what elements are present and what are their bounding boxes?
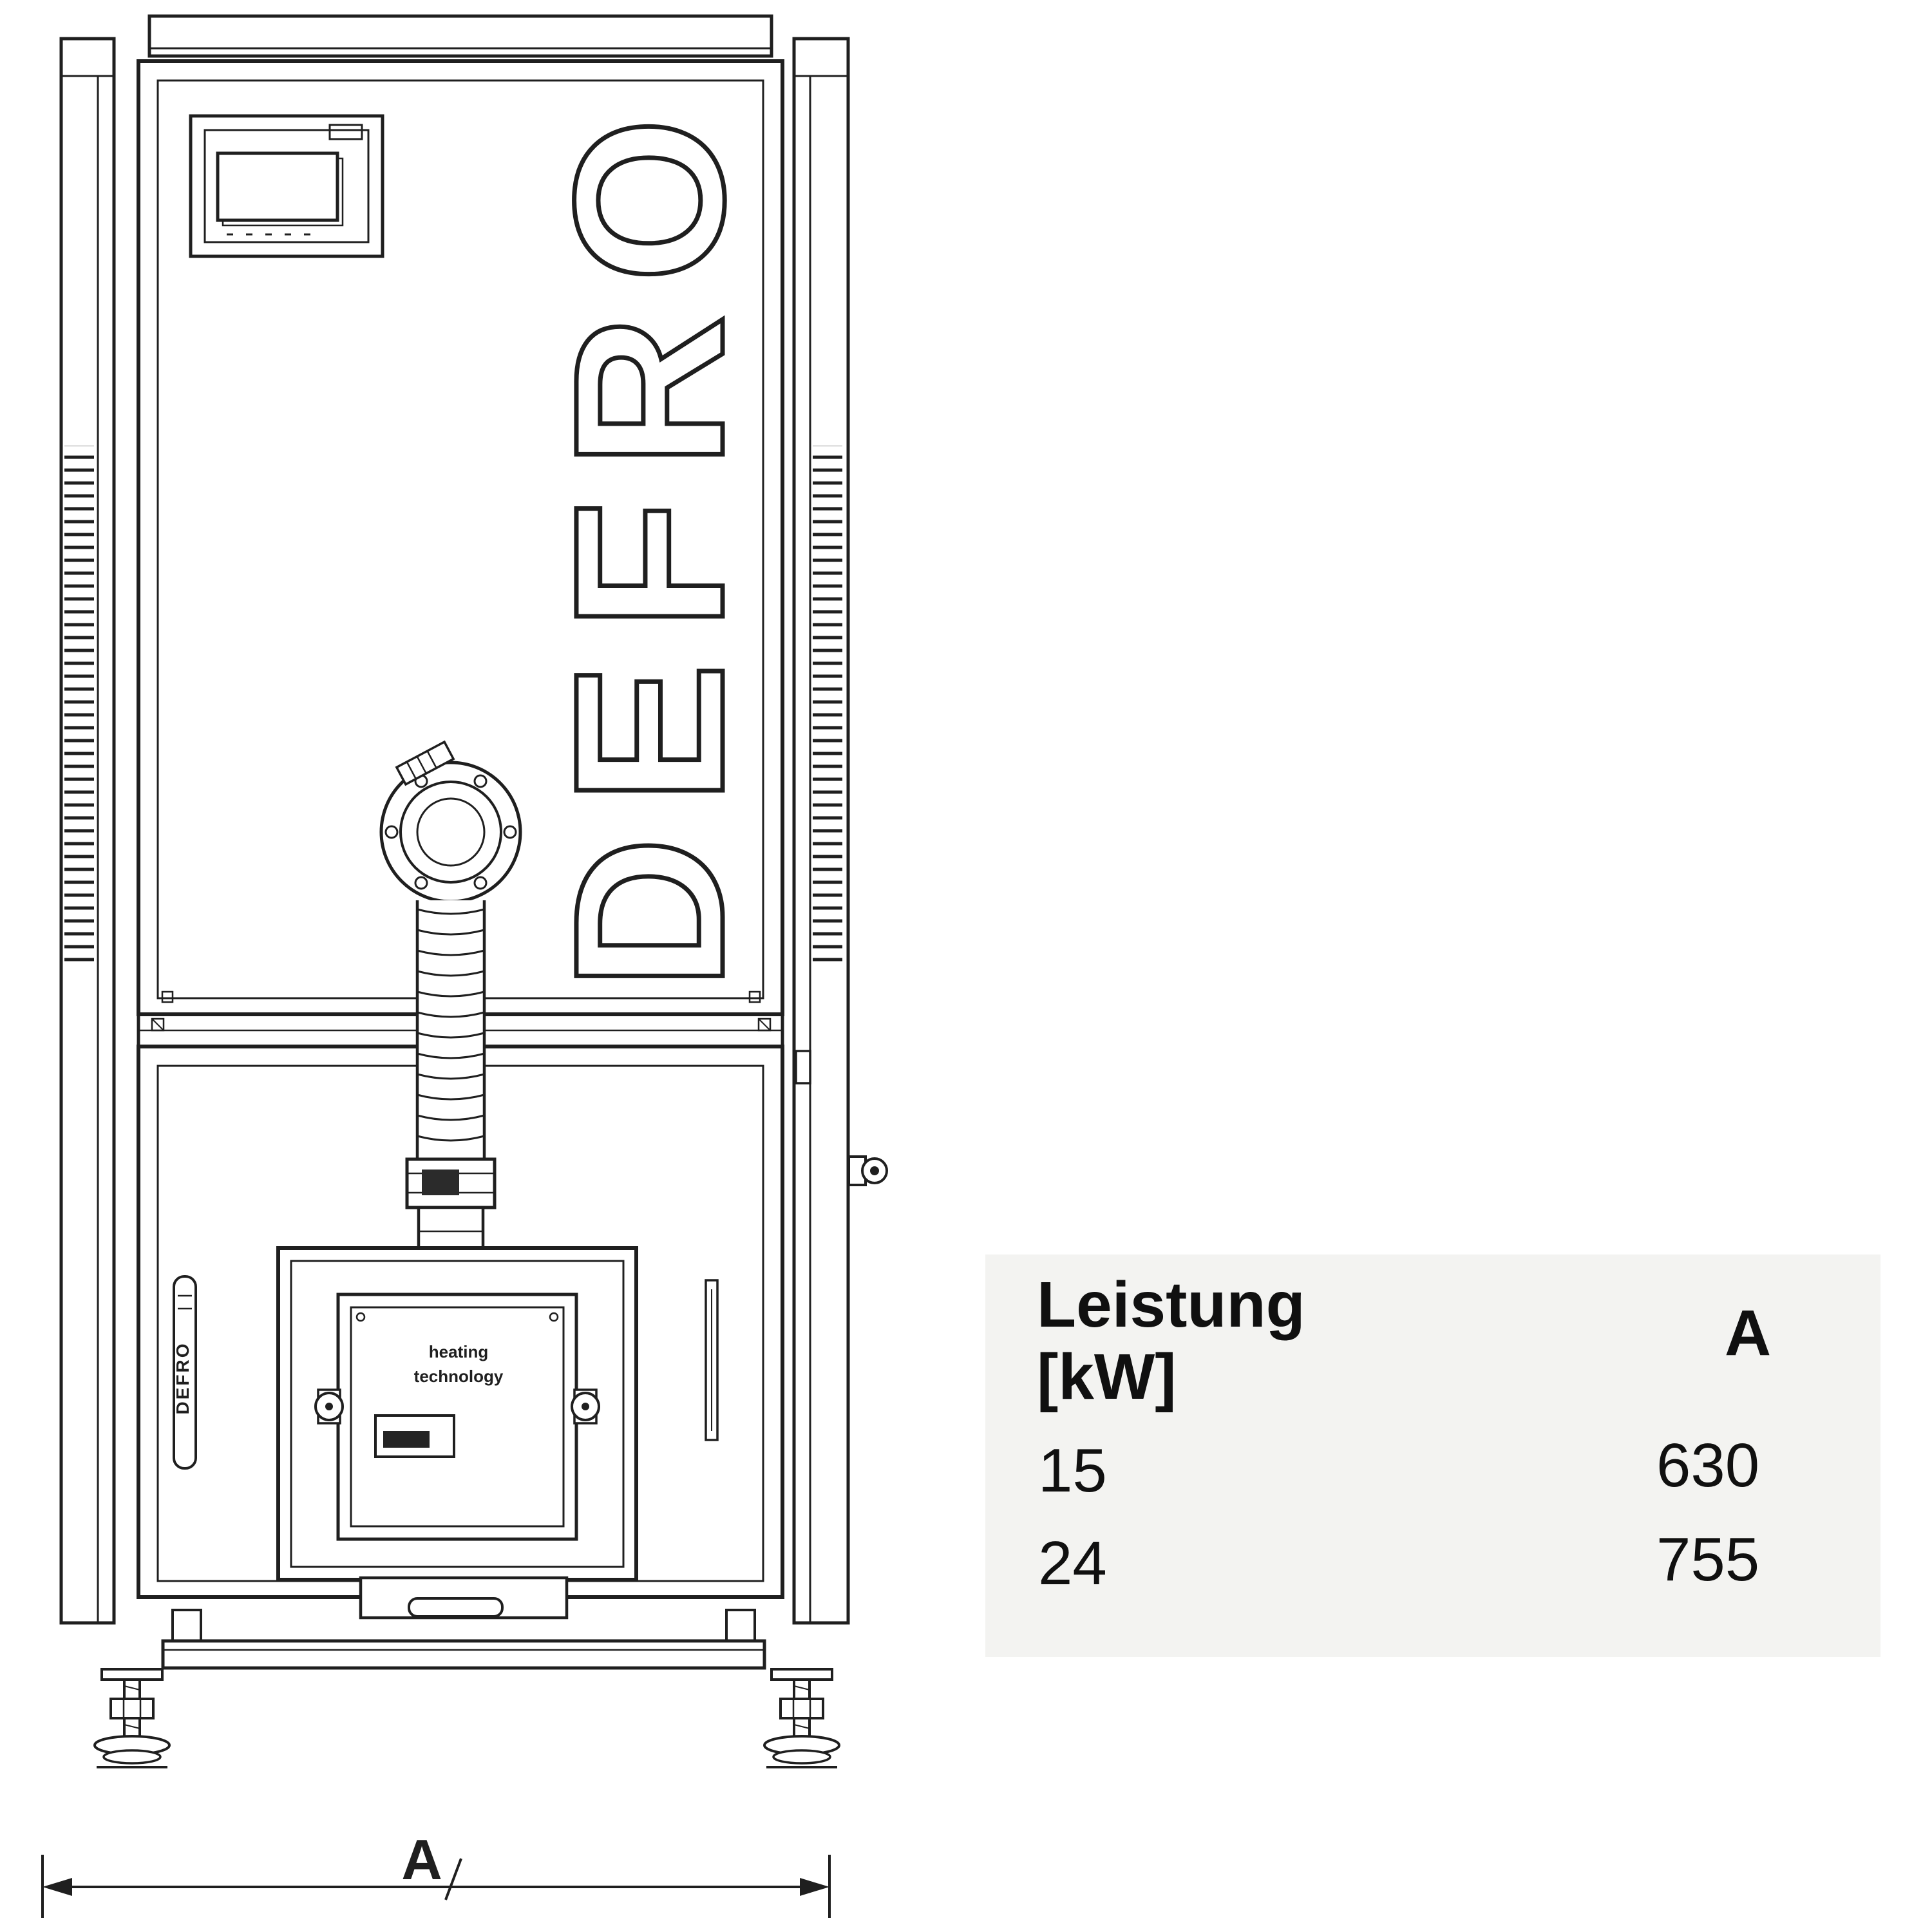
left-rail [59,37,116,1625]
display-button [328,124,363,140]
top-cap [147,14,773,58]
door-slot-right [705,1279,719,1441]
base-frame [161,1609,766,1670]
door-handle-left: DEFRO [173,1275,197,1470]
display-panel [189,114,384,258]
dimension-label: A [401,1828,442,1891]
table-row2-dimension-a: 755 [1656,1525,1760,1594]
boiler-drawing: DEFRO [41,14,888,1918]
side-valve [848,1155,888,1186]
left-rail-ribs [64,446,94,969]
handle-brand-label: DEFRO [173,1342,193,1415]
table-header-dimension-a: A [1725,1297,1772,1369]
brand-text-label: DEFRO [530,86,768,990]
burner-assembly: heating technology [276,1246,638,1620]
right-rail [792,37,850,1625]
flange-sensor [395,740,455,786]
burner-label-line2: technology [414,1367,504,1386]
dimension-line: A [41,1828,831,1918]
right-rail-ribs [813,446,842,969]
burner-label-line1: heating [429,1342,488,1361]
table-header-power-line2: [kW] [1037,1341,1177,1413]
foot-right [763,1668,840,1768]
table-header-power-line1: Leistung [1037,1269,1305,1341]
igniter-block [374,1414,455,1458]
foot-right-nut [779,1698,824,1719]
flue-flange [379,740,522,904]
dimension-arrow-right [800,1878,829,1896]
brand-text: DEFRO [528,83,770,992]
door-latch [795,1050,811,1084]
table-row1-power: 15 [1038,1436,1107,1505]
ash-tray-handle [408,1597,504,1618]
foot-left [93,1668,171,1768]
table-row1-dimension-a: 630 [1656,1431,1760,1500]
display-screen [216,151,339,222]
table-row2-power: 24 [1038,1529,1107,1598]
spec-table: Leistung [kW] A 15 630 24 755 [985,1255,1880,1657]
flex-pipe [415,900,486,1159]
foot-left-nut [109,1698,155,1719]
dimension-arrow-left [43,1878,72,1896]
